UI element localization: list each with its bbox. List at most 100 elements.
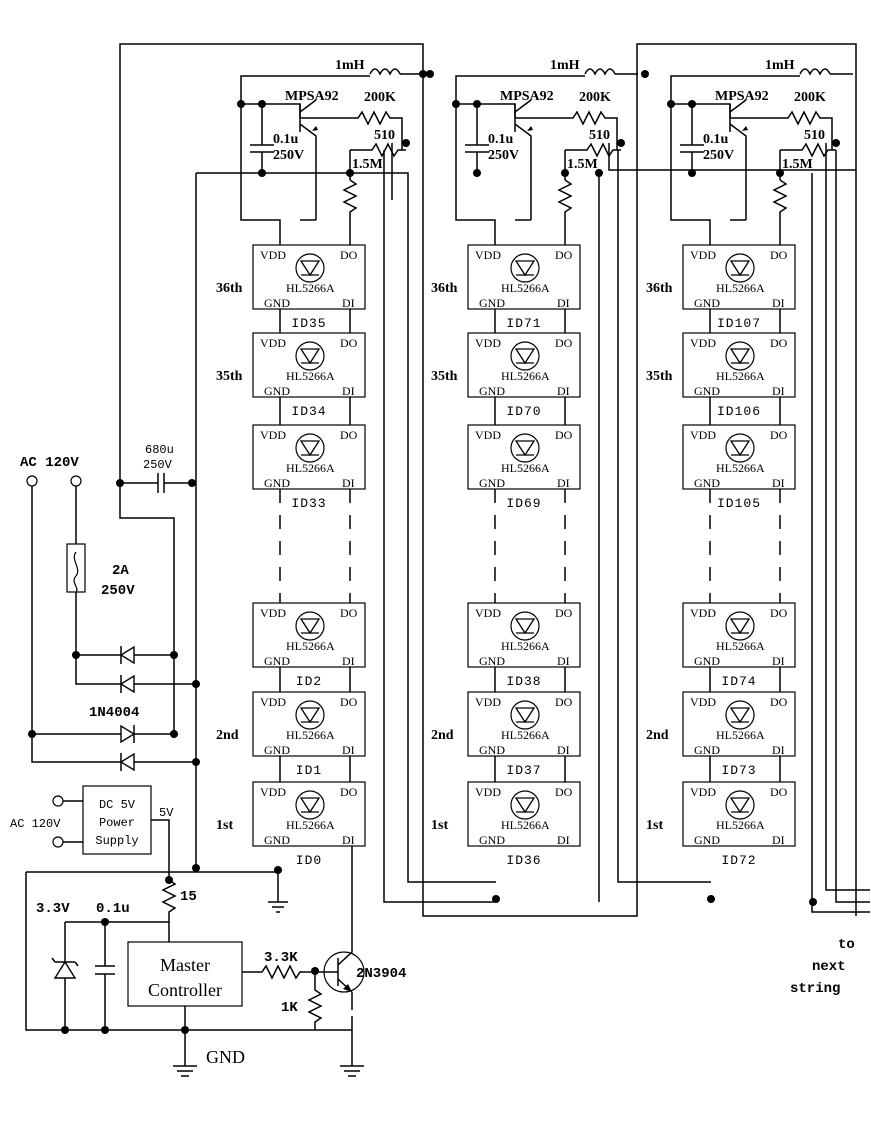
mc-label-2: Controller [148, 980, 222, 1000]
pin-di: DI [557, 743, 570, 757]
chip-model: HL5266A [286, 728, 335, 742]
pin-do: DO [770, 785, 788, 799]
inter-string-wiring [196, 143, 870, 913]
chip-model: HL5266A [716, 639, 765, 653]
pin-vdd: VDD [260, 606, 286, 620]
cap-value: 0.1u [703, 132, 729, 147]
pin-di: DI [557, 384, 570, 398]
chip-model: HL5266A [501, 461, 550, 475]
chip-id: ID38 [506, 674, 541, 689]
chip-model: HL5266A [716, 461, 765, 475]
next-string-label-2: next [812, 959, 846, 975]
res-510-label: 510 [804, 128, 825, 143]
ac-input-label: AC 120V [20, 455, 79, 471]
next-string-label-1: to [838, 937, 855, 953]
pin-di: DI [557, 833, 570, 847]
diode-label: 1N4004 [89, 705, 139, 721]
pin-vdd: VDD [260, 336, 286, 350]
pin-gnd: GND [694, 296, 720, 310]
row-label: 1st [431, 818, 448, 833]
pin-di: DI [772, 654, 785, 668]
pin-do: DO [555, 428, 573, 442]
row-label: 35th [216, 369, 243, 384]
pin-vdd: VDD [260, 248, 286, 262]
row-label: 35th [646, 369, 673, 384]
pnp-label: MPSA92 [715, 89, 769, 104]
chip-id: ID105 [717, 496, 761, 511]
chip-id: ID106 [717, 404, 761, 419]
res-15-label: 15 [180, 889, 197, 905]
chip-model: HL5266A [716, 728, 765, 742]
pin-di: DI [772, 476, 785, 490]
chip-id: ID33 [291, 496, 326, 511]
chip-model: HL5266A [716, 369, 765, 383]
ps-label-2: Power [99, 816, 135, 830]
chip-model: HL5266A [501, 728, 550, 742]
pin-gnd: GND [264, 384, 290, 398]
pin-gnd: GND [694, 743, 720, 757]
chip-id: ID1 [296, 763, 322, 778]
transistor-label: 2N3904 [356, 966, 406, 982]
cap-value: 0.1u [273, 132, 299, 147]
pin-do: DO [770, 428, 788, 442]
pin-vdd: VDD [475, 428, 501, 442]
chip-model: HL5266A [501, 639, 550, 653]
pin-do: DO [770, 248, 788, 262]
pin-gnd: GND [694, 384, 720, 398]
pin-do: DO [340, 248, 358, 262]
inductor-label: 1mH [335, 58, 365, 73]
chip-model: HL5266A [501, 281, 550, 295]
chip-id: ID0 [296, 853, 322, 868]
pin-gnd: GND [479, 743, 505, 757]
ac-input-section: AC 120V 2A 250V [10, 43, 857, 1077]
res-15m-label: 1.5M [352, 157, 383, 172]
chip-model: HL5266A [716, 818, 765, 832]
gnd-label: GND [206, 1047, 245, 1067]
chip-model: HL5266A [286, 818, 335, 832]
chip-model: HL5266A [286, 281, 335, 295]
pin-gnd: GND [479, 476, 505, 490]
pin-di: DI [342, 833, 355, 847]
inductor-label: 1mH [765, 58, 795, 73]
zener-label: 3.3V [36, 901, 70, 917]
pin-gnd: GND [264, 833, 290, 847]
pin-vdd: VDD [475, 606, 501, 620]
chip-id: ID36 [506, 853, 541, 868]
pin-di: DI [772, 833, 785, 847]
pin-gnd: GND [264, 654, 290, 668]
pin-gnd: GND [264, 296, 290, 310]
res-200k-label: 200K [794, 90, 826, 105]
chip-model: HL5266A [286, 369, 335, 383]
chip-id: ID73 [721, 763, 756, 778]
pin-do: DO [555, 695, 573, 709]
pin-di: DI [342, 743, 355, 757]
row-label: 36th [431, 281, 458, 296]
pin-vdd: VDD [475, 785, 501, 799]
pin-vdd: VDD [260, 695, 286, 709]
chip-model: HL5266A [501, 818, 550, 832]
res-200k-label: 200K [364, 90, 396, 105]
pin-do: DO [340, 428, 358, 442]
chip-id: ID74 [721, 674, 756, 689]
pin-di: DI [342, 654, 355, 668]
pin-gnd: GND [479, 296, 505, 310]
chip-id: ID72 [721, 853, 756, 868]
row-label: 2nd [646, 728, 669, 743]
pin-gnd: GND [694, 654, 720, 668]
pin-do: DO [770, 695, 788, 709]
